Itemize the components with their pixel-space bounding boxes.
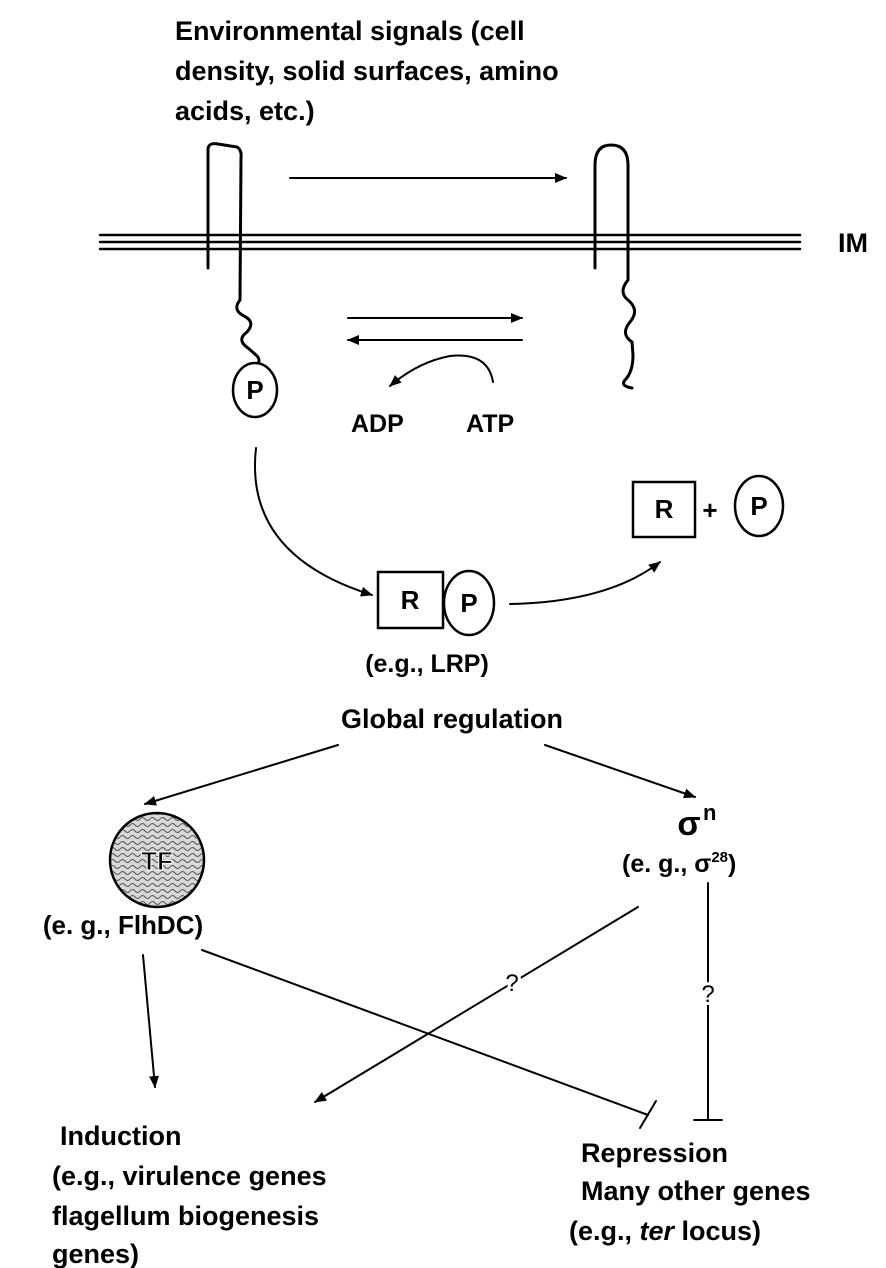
question-mark-cross: ? xyxy=(505,970,518,997)
repression-example-suffix: locus) xyxy=(674,1216,761,1246)
induction-line-2: (e.g., virulence genes xyxy=(52,1161,327,1191)
repression-line-2: Many other genes xyxy=(581,1176,811,1206)
title-line-1: Environmental signals (cell xyxy=(175,16,525,46)
global-to-tf-arrow xyxy=(145,745,338,804)
repression-example-prefix: (e.g., xyxy=(569,1216,640,1246)
left-sensor-kinase xyxy=(208,144,259,367)
tf-to-induction-arrow xyxy=(143,955,155,1087)
global-regulation-label: Global regulation xyxy=(341,704,563,734)
repression-text: Repression Many other genes xyxy=(581,1138,811,1206)
free-regulator-and-phosphate: R + P xyxy=(633,476,783,537)
repression-line-1: Repression xyxy=(581,1138,728,1168)
sigma-example: (e. g., σ28) xyxy=(622,849,736,878)
sigma-factor: σ n xyxy=(677,800,716,843)
sigma-symbol: σ xyxy=(677,805,700,843)
sigma-superscript: n xyxy=(703,800,716,825)
induction-line-3: flagellum biogenesis xyxy=(52,1201,319,1231)
sigma-to-induction-arrow xyxy=(315,907,638,1102)
sigma-example-prefix: (e. g., σ xyxy=(622,850,711,878)
dephosphorylation-arrow xyxy=(510,562,660,604)
kinase-phosphate: P xyxy=(233,363,277,417)
phosphotransfer-arrow xyxy=(255,448,372,595)
plus-sign: + xyxy=(702,495,717,525)
sigma-example-suffix: ) xyxy=(728,850,736,878)
global-to-sigma-arrow xyxy=(545,745,695,797)
free-phosphate-label: P xyxy=(750,491,767,521)
right-sensor-kinase xyxy=(595,145,635,388)
adp-label: ADP xyxy=(351,410,404,438)
regulator-phosphate-label: P xyxy=(460,588,477,618)
tf-example: (e. g., FlhDC) xyxy=(43,910,203,940)
induction-line-4: genes) xyxy=(52,1239,139,1268)
question-mark-vertical: ? xyxy=(701,981,714,1008)
induction-text: Induction (e.g., virulence genes flagell… xyxy=(52,1121,334,1268)
induction-line-1: Induction xyxy=(60,1121,181,1151)
repression-example: (e.g., ter locus) xyxy=(569,1216,761,1246)
tf-repression-bar xyxy=(640,1101,656,1128)
transcription-factor: TF xyxy=(110,813,204,907)
membrane-label: IM xyxy=(838,228,868,258)
free-regulator-label: R xyxy=(655,494,674,524)
repression-example-italic: ter xyxy=(640,1216,676,1246)
regulator-example: (e.g., LRP) xyxy=(365,650,489,678)
title-line-2: density, solid surfaces, amino xyxy=(175,56,559,86)
kinase-phosphate-label: P xyxy=(246,375,263,405)
title-line-3: acids, etc.) xyxy=(175,96,315,126)
tf-to-repression-line xyxy=(202,950,648,1115)
inner-membrane xyxy=(100,235,800,249)
atp-to-adp-arrow xyxy=(390,356,493,386)
phosphorylated-regulator: R P xyxy=(378,571,494,635)
sigma-example-superscript: 28 xyxy=(711,849,728,866)
environmental-signals-title: Environmental signals (cell density, sol… xyxy=(175,16,566,126)
atp-label: ATP xyxy=(466,410,514,438)
tf-label: TF xyxy=(141,846,173,876)
regulator-label: R xyxy=(401,585,420,615)
